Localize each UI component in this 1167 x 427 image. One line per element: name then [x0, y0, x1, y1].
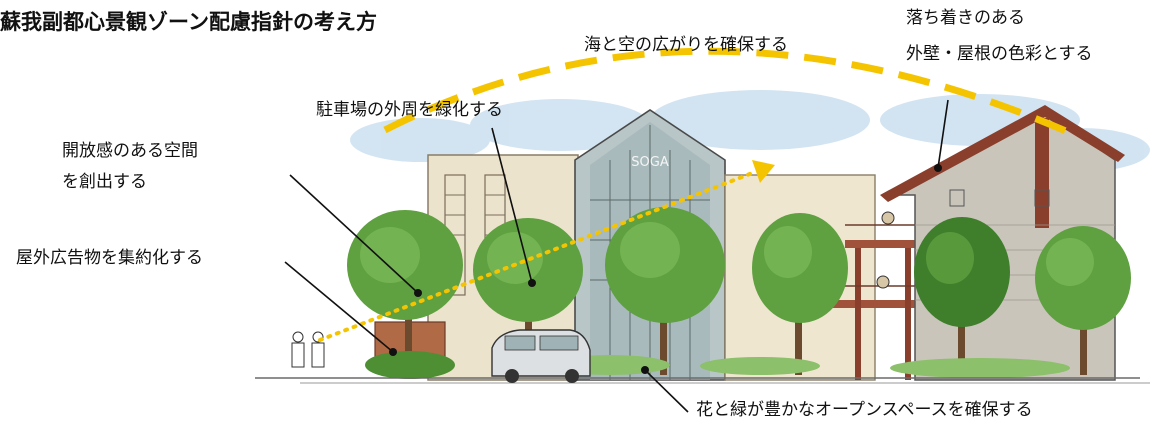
leader-dots [389, 164, 942, 374]
tree [752, 213, 848, 375]
tree [1035, 226, 1131, 375]
building-sign: SOGA [631, 155, 669, 170]
tree [347, 210, 463, 375]
tree [605, 207, 725, 375]
leader-lines [284, 99, 949, 413]
sight-line [318, 170, 757, 342]
label-outdoor-ads: 屋外広告物を集約化する [16, 248, 203, 268]
label-open-space: 花と緑が豊かなオープンスペースを確保する [696, 400, 1033, 420]
label-parking-greening: 駐車場の外周を緑化する [316, 100, 503, 120]
page-title: 蘇我副都心景観ゾーン配慮指針の考え方 [0, 10, 377, 34]
label-sea-sky: 海と空の広がりを確保する [584, 35, 788, 55]
street-trees [347, 207, 1131, 375]
tree [914, 217, 1010, 375]
sight-line-arrowhead [752, 160, 775, 183]
parked-car [491, 329, 591, 383]
sky-view-arc [383, 47, 1077, 139]
label-calm-color-line1: 落ち着きのある [906, 8, 1025, 28]
label-calm-color-line2: 外壁・屋根の色彩とする [906, 44, 1093, 64]
label-openness-line1: 開放感のある空間 [62, 141, 198, 161]
label-openness-line2: を創出する [62, 172, 147, 192]
pedestrians [291, 331, 325, 368]
